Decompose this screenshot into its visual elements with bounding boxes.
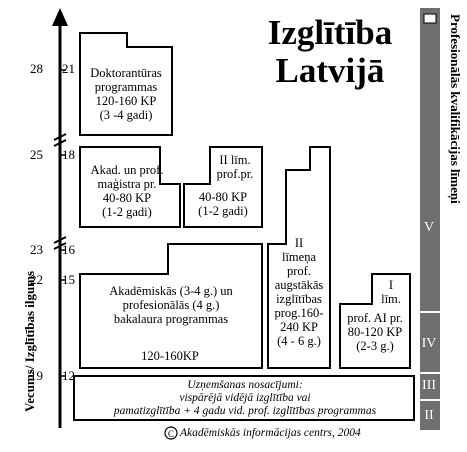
second-level-prof-line: izglītības (276, 292, 322, 306)
doctoral-line: (3 -4 gadi) (99, 108, 153, 122)
tick-years-15: 15 (62, 272, 75, 287)
tick-age-23: 23 (30, 242, 43, 257)
first-level-line: prof. AI pr. (347, 311, 403, 325)
master-text: Akad. un prof. maģistra pr. 40-80 KP (1-… (78, 163, 176, 219)
tick-years-12: 12 (62, 368, 75, 383)
second-level-master-line: II līm. (219, 153, 251, 167)
master-line: 40-80 KP (102, 191, 152, 205)
master-box (79, 146, 181, 228)
second-level-prof-line: prog.160- (274, 306, 324, 320)
right-axis-label: Profesionālās kvalifikācijas līmeņi (448, 14, 463, 204)
copyright-icon-glyph: C (168, 429, 174, 439)
second-level-master-line: (1-2 gadi) (198, 204, 248, 218)
tick-age-22: 22 (30, 272, 43, 287)
admission-box (73, 375, 415, 421)
bachelor-kp: 120-160KP (141, 349, 199, 363)
first-level-text-top: I līm. (372, 278, 410, 306)
axis-break-upper (53, 133, 67, 147)
bachelor-line: bakalaura programmas (113, 312, 229, 326)
bachelor-line: profesionālās (4 g.) (122, 298, 220, 312)
bachelor-text: Akadēmiskās (3-4 g.) un profesionālās (4… (82, 284, 260, 326)
second-level-master-box (183, 146, 263, 228)
second-level-prof-line: (4 - 6 g.) (277, 334, 321, 348)
first-level-line: līm. (381, 292, 401, 306)
page-title: Izglītība Latvijā (245, 14, 415, 90)
second-level-prof-line: līmeņa (281, 250, 316, 264)
level-label-ii: II (424, 408, 434, 423)
master-line: Akad. un prof. (90, 163, 164, 177)
doctoral-text: Doktorantūras programmas 120-160 KP (3 -… (80, 66, 172, 122)
doctoral-line: programmas (94, 80, 158, 94)
bachelor-box (79, 243, 263, 369)
title-line-2: Latvijā (275, 51, 385, 90)
first-level-line: (2-3 g.) (356, 339, 394, 353)
second-level-prof-line: II (294, 236, 304, 250)
first-level-line: I (388, 278, 394, 292)
master-line: maģistra pr. (97, 177, 157, 191)
second-level-master-line: 40-80 KP (198, 190, 248, 204)
second-level-master-text-top: II līm. prof.pr. (196, 153, 260, 181)
doctoral-box (79, 32, 173, 136)
qualification-bar-cap (423, 13, 437, 24)
admission-line: vispārējā vidējā izglītība vai (179, 392, 311, 404)
tick-age-19: 19 (30, 368, 43, 383)
second-level-prof-line: 240 KP (280, 320, 318, 334)
second-level-prof-text: II līmeņa prof. augstākās izglītības pro… (268, 236, 330, 348)
tick-years-21: 21 (62, 61, 75, 76)
level-label-iii: III (422, 378, 436, 393)
doctoral-line: 120-160 KP (95, 94, 157, 108)
tick-years-18: 18 (62, 147, 75, 162)
second-level-prof-box (267, 146, 331, 369)
doctoral-line: Doktorantūras (90, 66, 162, 80)
admission-line: Uzņemšanas nosacījumi: (187, 379, 303, 391)
admission-text: Uzņemšanas nosacījumi: vispārējā vidējā … (78, 379, 412, 418)
tick-years-16: 16 (62, 242, 75, 257)
axis-arrow-icon (52, 8, 68, 26)
second-level-prof-line: prof. (287, 264, 311, 278)
first-level-text-bottom: prof. AI pr. 80-120 KP (2-3 g.) (340, 311, 410, 353)
second-level-prof-line: augstākās (274, 278, 324, 292)
second-level-master-line: prof.pr. (216, 167, 254, 181)
master-line: (1-2 gadi) (102, 205, 152, 219)
axis-break-lower (53, 236, 67, 250)
bachelor-line: Akadēmiskās (3-4 g.) un (109, 284, 233, 298)
title-line-1: Izglītība (267, 13, 393, 52)
copyright-icon (164, 426, 178, 440)
second-level-master-text-bottom: 40-80 KP (1-2 gadi) (184, 190, 262, 218)
qualification-bar (420, 8, 440, 430)
admission-line: pamatizglītība + 4 gadu vid. prof. izglī… (113, 405, 377, 417)
tick-age-25: 25 (30, 147, 43, 162)
level-label-iv: IV (421, 336, 437, 351)
copyright-footer: Akadēmiskās informācijas centrs, 2004 (180, 427, 361, 439)
first-level-line: 80-120 KP (347, 325, 403, 339)
level-label-v: V (423, 220, 435, 235)
first-level-box (339, 273, 411, 369)
tick-age-28: 28 (30, 61, 43, 76)
y-axis-label: Vecums/ Izglītības ilgums (22, 270, 37, 412)
